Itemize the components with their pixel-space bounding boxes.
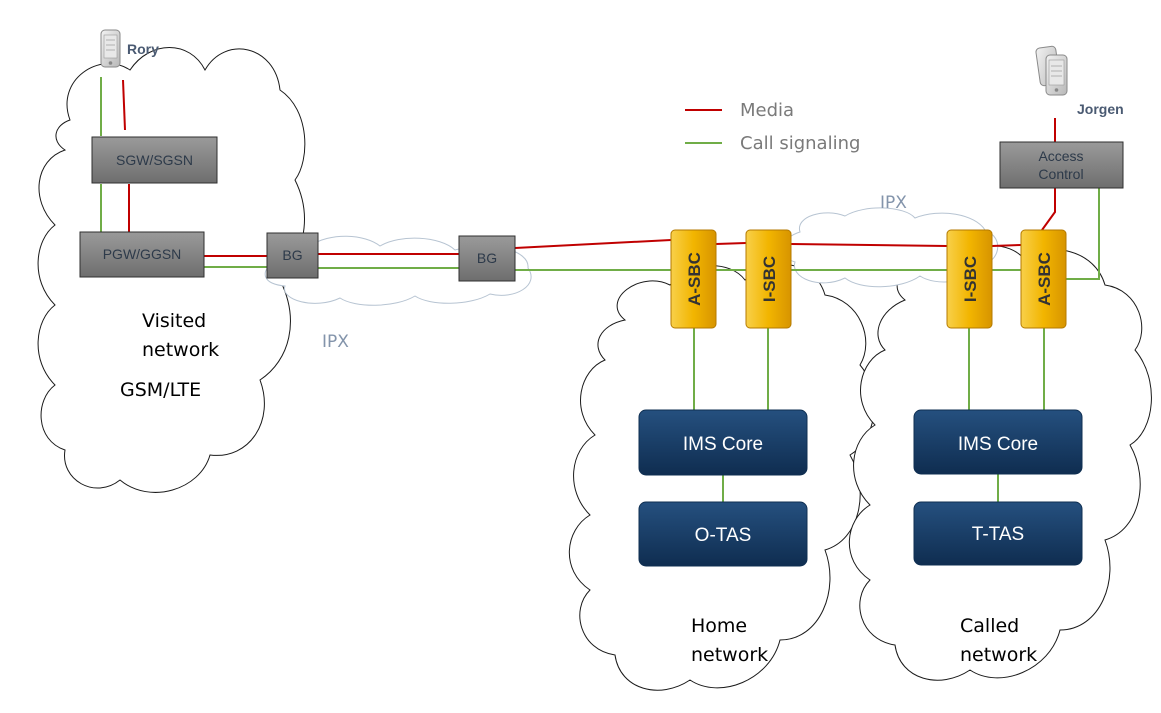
media-asbc-access: [1041, 188, 1056, 231]
home-network-label-line1: Home: [691, 615, 747, 637]
signaling-lines: [100, 77, 1100, 502]
ipx-label-right: IPX: [880, 193, 907, 213]
sgw-sgsn-node: SGW/SGSN: [91, 136, 218, 184]
media-rory-sgw: [122, 79, 126, 131]
phone-icon-jorgen: [1035, 45, 1068, 96]
a-sbc-home-node: A-SBC: [670, 229, 717, 329]
bg-left-label: BG: [282, 247, 302, 263]
visited-network-label-line3: GSM/LTE: [120, 379, 201, 401]
ims-core-home-node: IMS Core: [638, 409, 808, 476]
i-sbc-home-node: I-SBC: [745, 229, 792, 329]
t-tas-label: T-TAS: [972, 524, 1024, 545]
media-asbc-isbc: [715, 242, 747, 245]
pgw-ggsn-node: PGW/GGSN: [79, 231, 205, 278]
sgw-sgsn-label: SGW/SGSN: [116, 152, 193, 168]
pgw-ggsn-label: PGW/GGSN: [103, 246, 182, 262]
a-sbc-called-label: A-SBC: [1035, 252, 1054, 306]
i-sbc-called-label: I-SBC: [961, 256, 980, 302]
phone-icon-rory: [100, 29, 121, 68]
ims-core-home-label: IMS Core: [683, 434, 763, 455]
media-lines: [122, 79, 1056, 257]
legend-signaling-label: Call signaling: [740, 133, 860, 154]
access-control-node: Access Control: [999, 141, 1124, 189]
ipx-label-left: IPX: [322, 332, 349, 352]
user-label-rory: Rory: [127, 41, 159, 57]
access-control-label-line1: Access: [1038, 148, 1083, 164]
legend-media-label: Media: [740, 100, 794, 121]
ims-core-called-node: IMS Core: [913, 409, 1083, 475]
o-tas-node: O-TAS: [638, 501, 808, 567]
media-isbc-isbc: [790, 243, 948, 247]
media-bg-asbc: [514, 239, 672, 249]
a-sbc-home-label: A-SBC: [685, 252, 704, 306]
i-sbc-called-node: I-SBC: [946, 229, 993, 329]
visited-network-label-line2: network: [142, 339, 219, 361]
bg-right-label: BG: [477, 250, 497, 266]
called-network-label-line1: Called: [960, 615, 1019, 637]
legend: Media Call signaling: [685, 100, 860, 154]
a-sbc-called-node: A-SBC: [1020, 229, 1067, 329]
signal-asbc-access: [1066, 188, 1100, 280]
bg-node-left: BG: [266, 232, 319, 279]
media-isbc-asbc: [991, 244, 1022, 247]
access-control-label-line2: Control: [1038, 166, 1083, 182]
bg-node-right: BG: [458, 235, 516, 282]
home-network-label-line2: network: [691, 644, 768, 666]
i-sbc-home-label: I-SBC: [760, 256, 779, 302]
ims-core-called-label: IMS Core: [958, 434, 1038, 455]
o-tas-label: O-TAS: [695, 525, 752, 546]
t-tas-node: T-TAS: [913, 501, 1083, 566]
called-network-label-line2: network: [960, 644, 1037, 666]
user-label-jorgen: Jorgen: [1077, 101, 1124, 117]
visited-network-label-line1: Visited: [142, 310, 206, 332]
